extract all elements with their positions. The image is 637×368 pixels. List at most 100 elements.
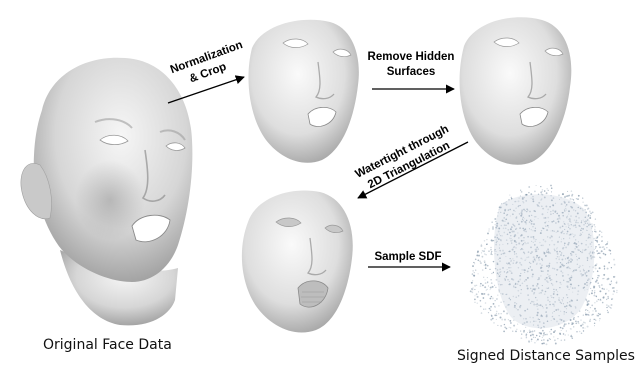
watertight-face-mesh [242,190,353,332]
sdf-sample-point [606,243,608,245]
sdf-sample-point [596,240,598,242]
sdf-sample-point [542,189,544,191]
sdf-sample-point [589,312,590,313]
sdf-sample-point [594,308,596,310]
sdf-sample-point [565,323,566,324]
sdf-sample-point [601,250,603,252]
sdf-sample-point [488,230,489,231]
sdf-sample-point [573,323,574,324]
sdf-sample-point [496,313,497,314]
sdf-sample-point [526,333,528,335]
sdf-sample-point [528,186,530,188]
sdf-sample-point [542,337,543,338]
sdf-sample-point [494,285,495,286]
sdf-sample-point [550,185,552,187]
sdf-sample-point [562,327,564,329]
sdf-sample-point [476,285,477,286]
sdf-sample-point [471,288,473,290]
sdf-sample-point [598,299,599,300]
sdf-sample-point [510,322,512,324]
sdf-sample-point [483,250,485,252]
sdf-sample-point [483,297,485,299]
sdf-sample-point [564,339,566,341]
sdf-sample-point [577,321,579,323]
sdf-sample-point [598,244,599,245]
sdf-sample-point [607,310,608,311]
sdf-sample-point [584,328,585,329]
sdf-sample-point [582,327,584,329]
sdf-sample-point [582,202,583,203]
sdf-sample-point [513,325,515,327]
sdf-sample-point [471,282,472,283]
sdf-sample-point [545,334,546,335]
sdf-sample-point [490,306,492,308]
sdf-sample-point [587,326,589,328]
sdf-sample-point [509,320,511,322]
sdf-sample-point [575,321,576,322]
sdf-sample-point [571,328,572,329]
sdf-sample-point [542,330,543,331]
sdf-sample-point [529,332,530,333]
sdf-sample-point [488,285,489,286]
sdf-sample-point [504,324,505,325]
sdf-sample-point [484,253,486,255]
sdf-sample-point [497,295,498,296]
sdf-sample-point [483,277,484,278]
sdf-sample-point [568,334,569,335]
sdf-sample-point [595,246,597,248]
sdf-sample-point [554,339,556,341]
sdf-sample-point [484,262,485,263]
sdf-sample-point [609,283,611,285]
sdf-sample-point [606,247,607,248]
sdf-sample-point [496,319,497,320]
sdf-sample-point [487,265,488,266]
sdf-sample-point [485,309,486,310]
sdf-sample-point [587,310,588,311]
sdf-sample-point [608,290,609,291]
sdf-sample-point [602,247,603,248]
sdf-sample-point [575,322,577,324]
sdf-sample-point [578,196,579,197]
sdf-sample-point [598,275,599,276]
sdf-sample-point [482,256,484,258]
sdf-sample-point [492,297,494,299]
sdf-sample-point [490,249,491,250]
sdf-sample-point [490,279,491,280]
sdf-sample-point [604,248,606,250]
sdf-sample-point [495,307,496,308]
sdf-sample-point [485,264,487,266]
sdf-sample-point [512,331,513,332]
sdf-sample-point [495,287,496,288]
signed-distance-point-cloud [470,185,618,346]
sdf-sample-point [606,299,607,300]
sdf-sample-point [486,239,487,240]
sdf-sample-point [492,226,493,227]
sdf-sample-point [593,319,594,320]
sdf-sample-point [480,285,482,287]
caption-signed-distance-samples: Signed Distance Samples [457,348,635,364]
sdf-sample-point [546,334,548,336]
sdf-sample-point [482,269,484,271]
sdf-sample-point [473,262,474,263]
sdf-sample-point [601,240,603,242]
sdf-sample-point [597,237,598,238]
sdf-sample-point [496,311,498,313]
sdf-sample-point [599,318,601,320]
sdf-sample-point [557,338,558,339]
sdf-sample-point [477,251,479,253]
sdf-sample-point [605,293,607,295]
sdf-sample-point [475,259,477,261]
sdf-sample-point [543,339,545,341]
sdf-sample-point [548,190,549,191]
sdf-sample-point [534,342,536,344]
sdf-sample-point [549,338,550,339]
sdf-sample-point [583,321,585,323]
sdf-sample-point [590,288,591,289]
sdf-sample-point [536,340,537,341]
sdf-sample-point [568,323,570,325]
sdf-sample-point [481,252,482,253]
sdf-sample-point [543,342,545,344]
sdf-sample-point [592,310,593,311]
sdf-sample-point [481,312,483,314]
